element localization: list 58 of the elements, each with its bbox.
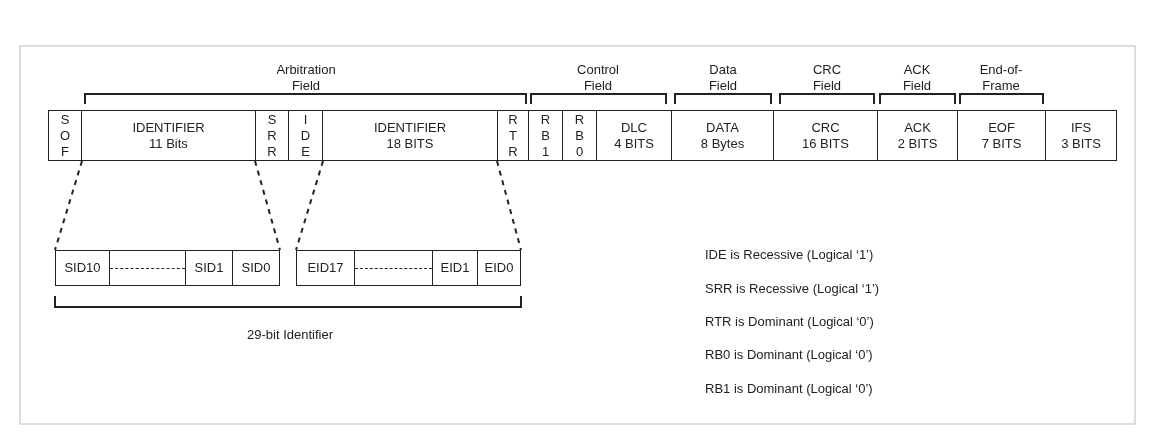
bit-state-note: SRR is Recessive (Logical ‘1’) <box>705 281 880 297</box>
projection-line <box>54 160 83 251</box>
frame-field-cell <box>1045 110 1117 161</box>
field-name: IDENTIFIER 18 BITS <box>373 119 447 152</box>
bit-name: SID0 <box>241 260 271 276</box>
field-name: DLC 4 BITS <box>614 119 654 152</box>
bit-name: EID17 <box>307 260 344 276</box>
field-heading: CRC Field <box>811 62 843 94</box>
frame-field-cell <box>671 110 774 161</box>
field-heading: ACK Field <box>901 62 933 94</box>
stacked-field-abbreviation: R B 1 <box>539 111 552 160</box>
identifier-bit-cell <box>477 250 521 286</box>
field-name: EOF 7 BITS <box>981 119 1022 152</box>
field-heading: End-of-Frame <box>978 62 1024 94</box>
frame-field-cell <box>48 110 82 161</box>
frame-field-cell <box>596 110 672 161</box>
field-name: ACK 2 BITS <box>897 119 938 152</box>
frame-field-cell <box>81 110 256 161</box>
field-name: IFS 3 BITS <box>1061 119 1101 152</box>
bit-name: EID0 <box>484 260 514 276</box>
bit-name: EID1 <box>440 260 470 276</box>
frame-field-cell <box>322 110 498 161</box>
identifier-bit-cell <box>432 250 478 286</box>
identifier-bit-cell <box>296 250 355 286</box>
field-name: DATA 8 Bytes <box>700 119 745 152</box>
frame-field-cell <box>562 110 597 161</box>
bit-name: SID10 <box>64 260 101 276</box>
identifier-bit-cell <box>354 250 433 286</box>
identifier-bit-cell <box>109 250 186 286</box>
bit-state-note: RB0 is Dominant (Logical ‘0’) <box>705 347 873 363</box>
stacked-field-abbreviation: R T R <box>507 111 519 160</box>
bit-state-note: IDE is Recessive (Logical ‘1’) <box>705 247 874 263</box>
frame-field-cell <box>288 110 323 161</box>
stacked-field-abbreviation: S O F <box>59 111 71 160</box>
stacked-field-abbreviation: R B 0 <box>573 111 586 160</box>
frame-field-cell <box>255 110 289 161</box>
projection-line <box>254 160 281 251</box>
frame-field-cell <box>957 110 1046 161</box>
field-name: CRC 16 BITS <box>802 119 849 152</box>
bit-state-note: RB1 is Dominant (Logical ‘0’) <box>705 381 873 397</box>
frame-field-cell <box>528 110 563 161</box>
frame-field-cell <box>497 110 529 161</box>
bit-name: SID1 <box>194 260 224 276</box>
frame-field-cell <box>773 110 878 161</box>
field-heading: Control Field <box>576 62 620 94</box>
frame-field-cell <box>877 110 958 161</box>
stacked-field-abbreviation: S R R <box>266 111 278 160</box>
projection-line <box>295 160 324 251</box>
field-heading: Data Field <box>707 62 739 94</box>
field-name: IDENTIFIER 11 Bits <box>132 119 205 152</box>
identifier-bit-cell <box>185 250 233 286</box>
field-heading: Arbitration Field <box>275 62 337 94</box>
bit-state-note: RTR is Dominant (Logical ‘0’) <box>705 314 874 330</box>
projection-line <box>496 160 522 251</box>
bracket-label: 29-bit Identifier <box>247 327 333 343</box>
identifier-bit-cell <box>55 250 110 286</box>
stacked-field-abbreviation: I D E <box>299 111 312 160</box>
identifier-bit-cell <box>232 250 280 286</box>
